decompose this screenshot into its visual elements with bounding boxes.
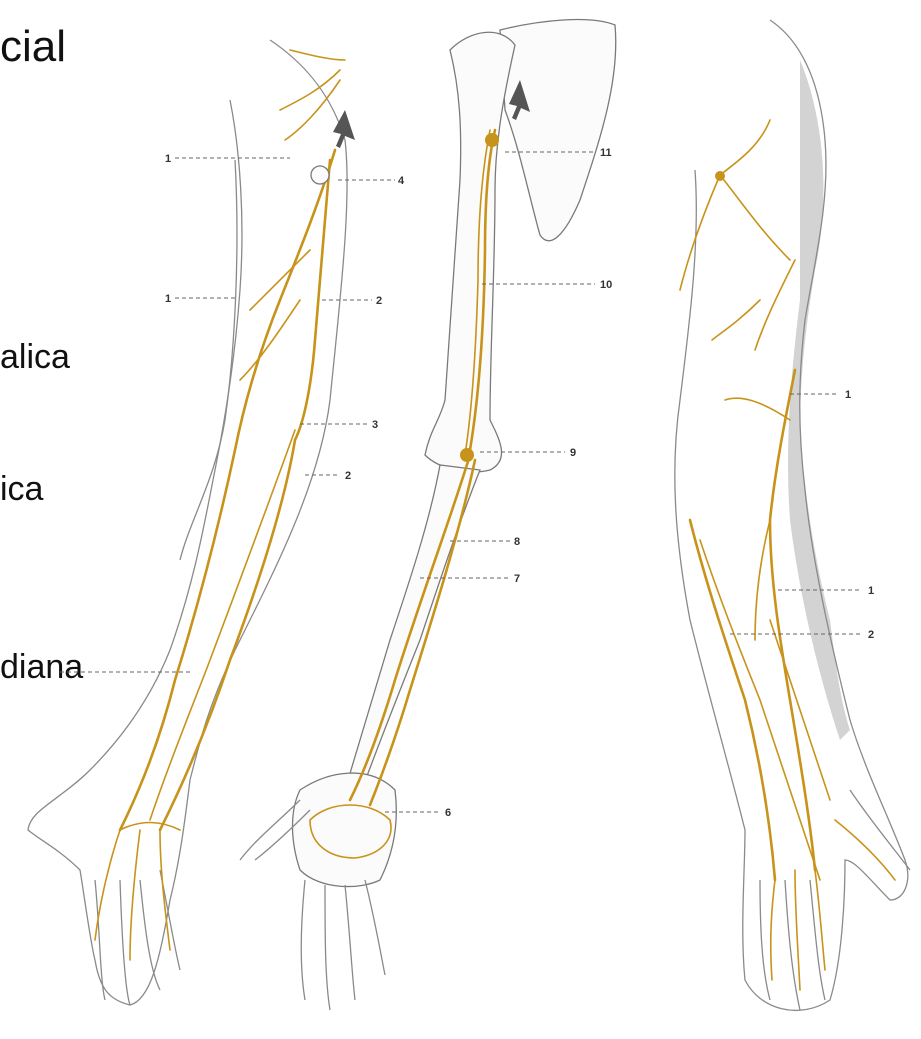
- right-label-2: 2: [868, 629, 874, 641]
- mid-label-7: 7: [514, 573, 520, 585]
- left-label-3: 3: [372, 419, 378, 431]
- left-label-2a: 2: [376, 295, 382, 307]
- right-hand-network: [771, 820, 895, 990]
- mid-label-11: 11: [600, 147, 612, 159]
- middle-fingers: [301, 880, 385, 1010]
- right-label-1b: 1: [868, 585, 874, 597]
- right-label-1a: 1: [845, 389, 851, 401]
- mid-label-8: 8: [514, 536, 520, 548]
- left-label-1a: 1: [165, 153, 171, 165]
- left-shoulder-node: [311, 166, 329, 184]
- mid-label-10: 10: [600, 279, 612, 291]
- left-basilic-vein: [160, 160, 330, 830]
- left-median-vein: [150, 430, 295, 820]
- right-thumb: [850, 790, 910, 870]
- right-arm-figure: 1 1 2: [675, 20, 910, 1010]
- elbow-junction: [460, 448, 474, 462]
- left-label-4: 4: [398, 175, 405, 187]
- right-upper-branches: [680, 120, 795, 350]
- right-arm-shading: [788, 60, 850, 740]
- scapula-shape: [500, 20, 616, 241]
- humerus-bone: [425, 32, 515, 472]
- left-label-1b: 1: [165, 293, 171, 305]
- right-forearm-branches: [700, 398, 830, 880]
- right-upper-node: [715, 171, 725, 181]
- left-hand-network: [95, 823, 180, 961]
- left-cephalic-vein: [120, 150, 335, 830]
- right-cephalic-vein: [690, 520, 775, 880]
- left-label-2b: 2: [345, 470, 351, 482]
- left-hand-fingers: [95, 870, 180, 1005]
- middle-arm-figure: 11 10 9 8 7 6: [240, 20, 616, 1010]
- hand-bones: [293, 773, 397, 886]
- mid-label-6: 6: [445, 807, 451, 819]
- axillary-junction: [485, 133, 499, 147]
- mid-label-9: 9: [570, 447, 576, 459]
- right-fingers: [760, 880, 825, 1010]
- left-upper-branches: [280, 50, 345, 140]
